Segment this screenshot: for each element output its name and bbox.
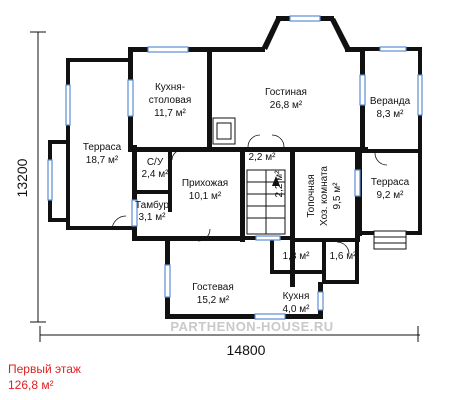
terrace-steps [373, 230, 407, 250]
dimension-height: 13200 [14, 158, 30, 197]
kitchen-dining-name-2: столовая [149, 95, 192, 106]
terrace-left-name: Терраса [83, 142, 122, 153]
wc-area: 2,4 м² [142, 169, 170, 180]
boiler-name-1: Топочная [306, 174, 317, 217]
veranda-name: Веранда [370, 96, 411, 107]
corridor-area: 2,2 м² [249, 152, 277, 163]
dimension-lines [30, 31, 420, 342]
kitchen-name: Кухня [283, 291, 310, 302]
kitchen-dining-area: 11,7 м² [154, 108, 186, 119]
terrace-right-name: Терраса [371, 177, 410, 188]
guest-area: 15,2 м² [197, 295, 230, 306]
vestibule-name: Тамбур [135, 199, 169, 211]
wc-name: С/У [147, 157, 164, 168]
doors [111, 134, 388, 255]
guest-name: Гостевая [192, 282, 234, 293]
living-area: 26,8 м² [270, 100, 303, 111]
veranda-area: 8,3 м² [377, 109, 405, 120]
room-labels: Кухня- столовая 11,7 м² Гостиная 26,8 м²… [83, 82, 411, 315]
small-1-area: 1,8 м² [283, 251, 311, 262]
floor-caption: Первый этаж [8, 362, 81, 376]
terrace-right-area: 9,2 м² [377, 190, 405, 201]
stair-area: 2,2 м² [274, 170, 285, 198]
boiler-area: 9,5 м² [332, 182, 343, 210]
hall-area: 10,1 м² [189, 191, 222, 202]
vestibule-area: 3,1 м² [139, 212, 167, 223]
staircase [246, 169, 286, 235]
living-name: Гостиная [265, 87, 307, 98]
fireplace [212, 117, 236, 145]
small-2-area: 1,6 м² [330, 251, 358, 262]
walls [48, 16, 422, 319]
hall-name: Прихожая [182, 178, 228, 189]
terrace-left-area: 18,7 м² [86, 155, 119, 166]
windows [47, 15, 423, 320]
boiler-name-2: Хоз. комната [319, 166, 330, 226]
watermark: PARTHENON-HOUSE.RU [170, 319, 333, 334]
total-area-caption: 126,8 м² [8, 378, 54, 392]
kitchen-area: 4,0 м² [283, 304, 311, 315]
kitchen-dining-name-1: Кухня- [155, 82, 185, 93]
dimension-width: 14800 [227, 342, 266, 358]
